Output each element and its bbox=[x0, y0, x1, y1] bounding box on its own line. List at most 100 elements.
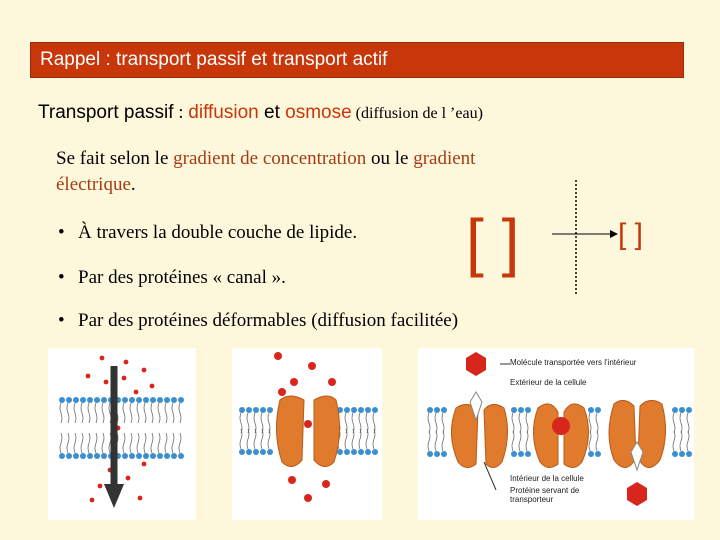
bullet-item-deformable: •Par des protéines déformables (diffusio… bbox=[58, 310, 458, 332]
lipid-tail bbox=[102, 433, 104, 453]
lipid-tail bbox=[81, 433, 83, 453]
channel-molecule bbox=[290, 378, 298, 386]
lipid-head bbox=[171, 397, 177, 403]
lipid-tail bbox=[151, 433, 153, 453]
lipid-head bbox=[595, 451, 601, 457]
bullet-text-3: Par des protéines déformables (diffusion… bbox=[78, 310, 458, 331]
lipid-head bbox=[351, 449, 357, 455]
lipid-head bbox=[122, 397, 128, 403]
lipid-head bbox=[101, 453, 107, 459]
lipid-head bbox=[59, 453, 65, 459]
lipid-head bbox=[246, 407, 252, 413]
lipid-tail bbox=[95, 403, 97, 423]
lipid-head bbox=[267, 449, 273, 455]
lipid-head bbox=[686, 451, 692, 457]
lipid-diffusing-molecule bbox=[150, 384, 155, 389]
lipid-tail bbox=[130, 403, 132, 423]
lipid-tail bbox=[74, 433, 76, 453]
channel-molecule bbox=[328, 378, 336, 386]
heading-prefix: Transport passif bbox=[38, 102, 174, 123]
lipid-head bbox=[239, 407, 245, 413]
lipid-head bbox=[441, 451, 447, 457]
lipid-head bbox=[686, 407, 692, 413]
lipid-tail bbox=[67, 403, 69, 423]
lipid-head bbox=[351, 407, 357, 413]
gradient-arrow-head bbox=[610, 230, 618, 238]
lipid-head bbox=[358, 449, 364, 455]
diffusing-molecules bbox=[86, 356, 155, 503]
bullet-text-1: À travers la double couche de lipide. bbox=[78, 222, 357, 243]
lipid-head bbox=[260, 407, 266, 413]
lipid-tail bbox=[158, 403, 160, 423]
section-heading: Transport passif : diffusion et osmose (… bbox=[38, 102, 483, 124]
gradient-diagram: [ ] [ ] bbox=[466, 176, 666, 300]
lipid-diffusing-molecule bbox=[100, 356, 105, 361]
label-molecule: Molécule transportée vers l'intérieur bbox=[510, 358, 690, 367]
lipid-head bbox=[267, 407, 273, 413]
lipid-head bbox=[157, 453, 163, 459]
bound-molecule bbox=[552, 417, 570, 435]
high-concentration-bracket: [ ] bbox=[466, 206, 519, 278]
lipid-head bbox=[344, 407, 350, 413]
lipid-diffusing-molecule bbox=[104, 380, 109, 385]
channel-protein-illustration bbox=[232, 348, 382, 520]
lipid-tail bbox=[102, 403, 104, 423]
lipid-diffusing-molecule bbox=[124, 360, 129, 365]
lipid-tail bbox=[130, 433, 132, 453]
heading-et: et bbox=[259, 102, 285, 123]
lipid-head bbox=[372, 407, 378, 413]
lipid-diffusion-illustration bbox=[48, 348, 196, 520]
panel-carrier-protein: Molécule transportée vers l'intérieur Ex… bbox=[418, 348, 694, 520]
lipid-tail bbox=[589, 431, 591, 451]
carrier-protein-2-right bbox=[564, 404, 589, 468]
lipid-head bbox=[344, 449, 350, 455]
lipid-head bbox=[129, 397, 135, 403]
lipid-head bbox=[253, 449, 259, 455]
lipid-tail bbox=[123, 403, 125, 423]
heading-note: (diffusion de l ’eau) bbox=[352, 105, 483, 122]
lipid-tail bbox=[435, 413, 437, 433]
lipid-head bbox=[672, 451, 678, 457]
lipid-tail bbox=[512, 413, 514, 433]
title-banner: Rappel : transport passif et transport a… bbox=[30, 42, 684, 78]
lipid-tail bbox=[151, 403, 153, 423]
lipid-head bbox=[150, 453, 156, 459]
lipid-head bbox=[164, 453, 170, 459]
lipid-tail bbox=[428, 413, 430, 433]
channel-molecule bbox=[278, 388, 286, 396]
lipid-head bbox=[672, 407, 678, 413]
lipid-head bbox=[59, 397, 65, 403]
lipid-tail bbox=[526, 413, 528, 433]
lipid-diffusing-molecule bbox=[142, 368, 147, 373]
heading-sep: : bbox=[174, 102, 189, 123]
bullet-item-lipid: •À travers la double couche de lipide. bbox=[58, 222, 357, 244]
lipid-head bbox=[150, 397, 156, 403]
low-concentration-bracket: [ ] bbox=[618, 218, 643, 251]
lipid-tail bbox=[673, 431, 675, 451]
lipid-head bbox=[73, 397, 79, 403]
lipid-tail bbox=[442, 413, 444, 433]
lipid-head bbox=[66, 453, 72, 459]
lipid-head bbox=[66, 397, 72, 403]
lipid-head bbox=[427, 407, 433, 413]
lipid-diffusing-molecule bbox=[138, 496, 143, 501]
lipid-head bbox=[94, 397, 100, 403]
lipid-head bbox=[80, 453, 86, 459]
lipid-head bbox=[94, 453, 100, 459]
lipid-tail bbox=[137, 403, 139, 423]
bullet-text-2: Par des protéines « canal ». bbox=[78, 267, 286, 288]
lipid-head bbox=[143, 453, 149, 459]
lipid-tail bbox=[687, 413, 689, 433]
lipid-head bbox=[80, 397, 86, 403]
lipid-tail bbox=[179, 433, 181, 453]
lipid-head bbox=[87, 397, 93, 403]
lipid-tail bbox=[512, 431, 514, 451]
carrier-protein-3-right bbox=[638, 400, 666, 467]
lipid-head bbox=[260, 449, 266, 455]
lipid-head bbox=[157, 397, 163, 403]
lipid-tail bbox=[680, 413, 682, 433]
lipid-tail bbox=[123, 433, 125, 453]
lipid-head bbox=[87, 453, 93, 459]
lipid-diffusing-molecule bbox=[142, 462, 147, 467]
lipid-head bbox=[518, 451, 524, 457]
